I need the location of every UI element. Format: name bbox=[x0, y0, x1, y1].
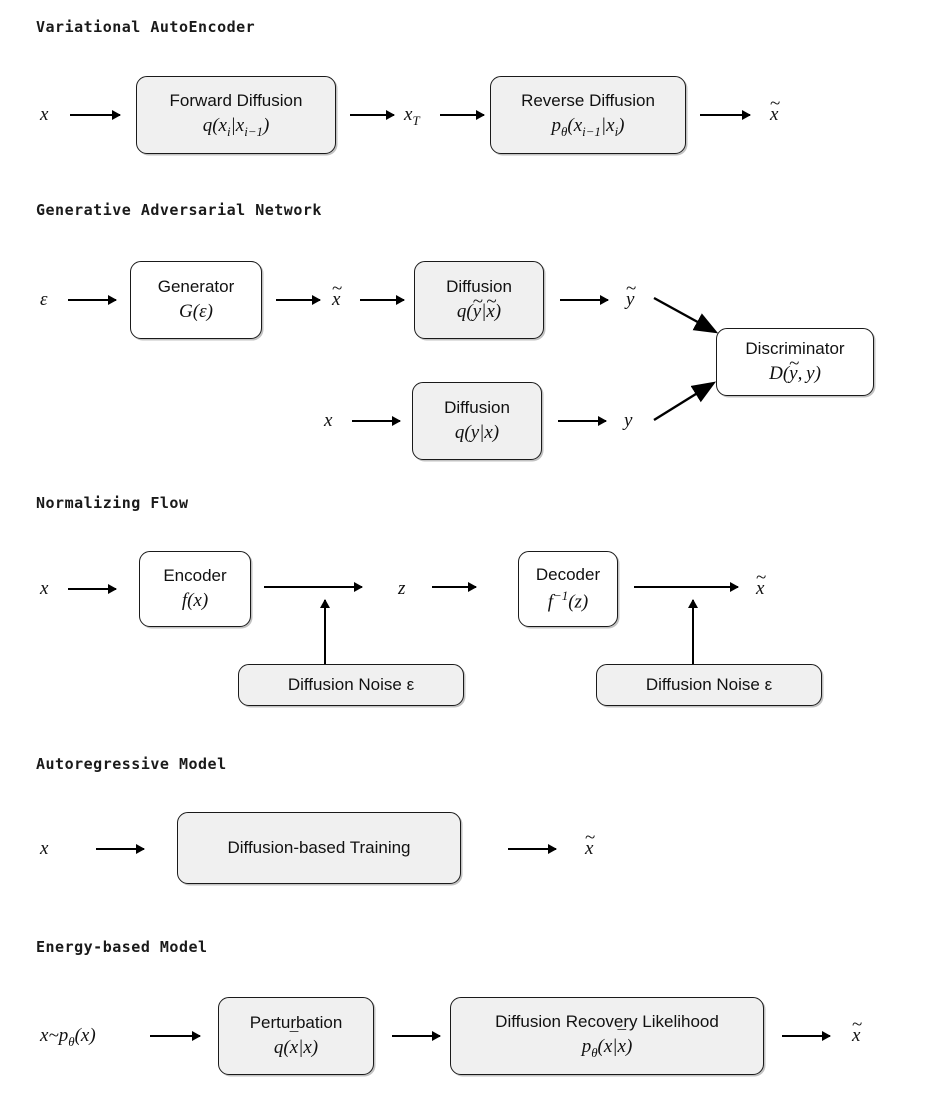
section-title-energy-based-model: Energy-based Model bbox=[36, 938, 208, 956]
node-discriminator-title: Discriminator bbox=[745, 339, 845, 359]
vae-intermediate-xT: xT bbox=[404, 104, 420, 128]
node-diffusion-recovery-likelihood-formula: pθ(x|¯x) bbox=[581, 1027, 633, 1060]
nf-output-x-tilde: ~x bbox=[756, 567, 767, 599]
gan-intermediate-y: y bbox=[624, 410, 633, 431]
node-diffusion-based-training: Diffusion-based Training bbox=[177, 812, 461, 884]
ar-input-x: x bbox=[40, 838, 49, 859]
gan-arrow-ytilde-to-discriminator bbox=[653, 296, 719, 334]
section-title-normalizing-flow: Normalizing Flow bbox=[36, 494, 189, 512]
section-title-autoregressive-model: Autoregressive Model bbox=[36, 755, 227, 773]
nf-intermediate-z: z bbox=[398, 578, 406, 599]
gan-arrow-diffusion-to-ytilde bbox=[560, 299, 608, 301]
node-reverse-diffusion-title: Reverse Diffusion bbox=[521, 90, 655, 110]
gan-intermediate-y-tilde: ~y bbox=[626, 278, 637, 310]
vae-arrow-input bbox=[70, 114, 120, 116]
ebm-arrow-input bbox=[150, 1035, 200, 1037]
node-forward-diffusion-title: Forward Diffusion bbox=[169, 90, 303, 110]
node-decoder-formula: f−1(z) bbox=[547, 588, 589, 613]
gan-input-epsilon: ε bbox=[40, 289, 48, 310]
nf-arrow-decoder-to-output bbox=[634, 586, 738, 588]
gan-arrow-epsilon-to-generator bbox=[68, 299, 116, 301]
vae-output-x-tilde: ~x bbox=[770, 93, 781, 125]
node-encoder-title: Encoder bbox=[163, 566, 227, 586]
node-perturbation-title: Perturbation bbox=[249, 1013, 343, 1033]
node-encoder-formula: f(x) bbox=[181, 590, 209, 612]
node-diffusion-bottom-formula: q(y|x) bbox=[454, 422, 500, 444]
gan-arrow-x-to-diffusion bbox=[352, 420, 400, 422]
node-reverse-diffusion: Reverse Diffusion pθ(xi−1|xi) bbox=[490, 76, 686, 154]
node-diffusion-top-formula: q(~y|~x) bbox=[456, 290, 502, 323]
ebm-output-x-tilde: ~x bbox=[852, 1014, 863, 1046]
node-diffusion-based-training-title: Diffusion-based Training bbox=[227, 838, 411, 858]
node-decoder-title: Decoder bbox=[535, 565, 601, 585]
node-generator: Generator G(ε) bbox=[130, 261, 262, 339]
node-diffusion-bottom-title: Diffusion bbox=[444, 398, 510, 418]
nf-arrow-input bbox=[68, 588, 116, 590]
gan-intermediate-x-tilde: ~x bbox=[332, 278, 343, 310]
gan-arrow-y-to-discriminator bbox=[653, 381, 717, 422]
nf-input-x: x bbox=[40, 578, 49, 599]
nf-arrow-noise-right-up bbox=[692, 600, 694, 664]
node-perturbation-formula: q(¯x|x) bbox=[273, 1028, 319, 1059]
ebm-input-x-p-theta: x~pθ(x) bbox=[40, 1025, 96, 1049]
node-forward-diffusion-formula: q(xi|xi−1) bbox=[202, 114, 270, 139]
ebm-arrow-perturbation-to-drl bbox=[392, 1035, 440, 1037]
ar-arrow-output bbox=[508, 848, 556, 850]
node-discriminator: Discriminator D(~y, y) bbox=[716, 328, 874, 396]
vae-arrow-output bbox=[700, 114, 750, 116]
gan-arrow-xtilde-to-diffusion bbox=[360, 299, 404, 301]
section-title-variational-autoencoder: Variational AutoEncoder bbox=[36, 18, 256, 36]
node-diffusion-noise-left: Diffusion Noise ε bbox=[238, 664, 464, 706]
node-diffusion-recovery-likelihood-title: Diffusion Recovery Likelihood bbox=[495, 1011, 719, 1031]
node-encoder: Encoder f(x) bbox=[139, 551, 251, 627]
node-generator-formula: G(ε) bbox=[179, 301, 213, 323]
section-title-generative-adversarial-network: Generative Adversarial Network bbox=[36, 201, 322, 219]
vae-input-x: x bbox=[40, 104, 49, 125]
node-reverse-diffusion-formula: pθ(xi−1|xi) bbox=[551, 114, 625, 139]
node-discriminator-formula: D(~y, y) bbox=[769, 352, 821, 385]
vae-arrow-to-xt bbox=[350, 114, 394, 116]
gan-arrow-diffusion-to-y bbox=[558, 420, 606, 422]
nf-arrow-noise-left-up bbox=[324, 600, 326, 664]
nf-arrow-z-to-decoder bbox=[432, 586, 476, 588]
node-diffusion-top-title: Diffusion bbox=[446, 277, 512, 297]
vae-arrow-to-reverse bbox=[440, 114, 484, 116]
node-perturbation: Perturbation q(¯x|x) bbox=[218, 997, 374, 1075]
node-diffusion-noise-left-title: Diffusion Noise ε bbox=[287, 675, 415, 695]
node-generator-title: Generator bbox=[157, 277, 235, 297]
ebm-arrow-output bbox=[782, 1035, 830, 1037]
ar-arrow-input bbox=[96, 848, 144, 850]
node-diffusion-bottom: Diffusion q(y|x) bbox=[412, 382, 542, 460]
ar-output-x-tilde: ~x bbox=[585, 827, 596, 859]
gan-arrow-generator-to-xtilde bbox=[276, 299, 320, 301]
node-diffusion-recovery-likelihood: Diffusion Recovery Likelihood pθ(x|¯x) bbox=[450, 997, 764, 1075]
node-diffusion-top: Diffusion q(~y|~x) bbox=[414, 261, 544, 339]
nf-arrow-encoder-to-z bbox=[264, 586, 362, 588]
node-diffusion-noise-right-title: Diffusion Noise ε bbox=[645, 675, 773, 695]
node-decoder: Decoder f−1(z) bbox=[518, 551, 618, 627]
node-forward-diffusion: Forward Diffusion q(xi|xi−1) bbox=[136, 76, 336, 154]
node-diffusion-noise-right: Diffusion Noise ε bbox=[596, 664, 822, 706]
gan-input-x: x bbox=[324, 410, 333, 431]
